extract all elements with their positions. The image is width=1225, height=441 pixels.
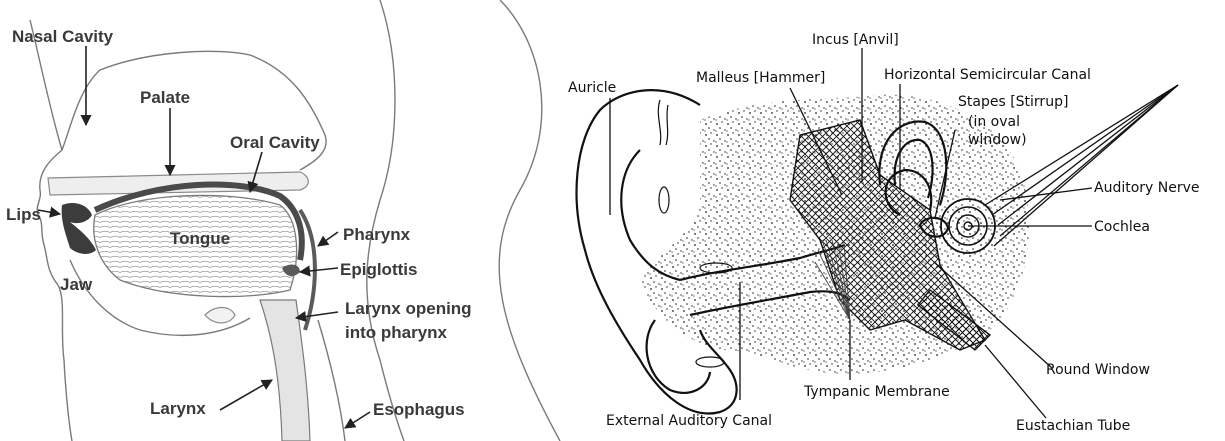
label-stapes: Stapes [Stirrup] (958, 94, 1068, 110)
neck-outline-far (499, 0, 560, 441)
label-tongue: Tongue (170, 229, 230, 248)
label-incus: Incus [Anvil] (812, 32, 899, 48)
label-cochlea: Cochlea (1094, 219, 1150, 235)
mouth-throat-diagram: Nasal Cavity Palate Oral Cavity Lips Ton… (6, 0, 560, 441)
arrow-larynx (220, 380, 272, 410)
label-palate: Palate (140, 88, 190, 107)
label-lips: Lips (6, 205, 41, 224)
label-epiglottis: Epiglottis (340, 260, 417, 279)
label-stapes-note-2: window) (968, 132, 1027, 148)
label-horizontal-canal: Horizontal Semicircular Canal (884, 67, 1091, 83)
label-larynx-opening-1: Larynx opening (345, 299, 472, 318)
arrow-larynx-opening (296, 312, 338, 318)
label-oral-cavity: Oral Cavity (230, 133, 320, 152)
ear-diagram: Incus [Anvil] Auricle Malleus [Hammer] H… (568, 32, 1200, 434)
label-larynx-opening-2: into pharynx (345, 323, 448, 342)
label-round-window: Round Window (1046, 362, 1150, 378)
label-malleus: Malleus [Hammer] (696, 70, 825, 86)
larynx-tube (260, 300, 310, 441)
label-tympanic-membrane: Tympanic Membrane (803, 384, 950, 400)
arrow-lips (38, 210, 60, 214)
label-jaw: Jaw (60, 275, 93, 294)
esophagus-tube (318, 320, 345, 441)
label-auricle: Auricle (568, 80, 616, 96)
neck-outline (367, 0, 404, 441)
label-larynx: Larynx (150, 399, 206, 418)
nasal-cavity-outline (62, 51, 326, 170)
label-auditory-nerve: Auditory Nerve (1094, 180, 1200, 196)
arrow-epiglottis (300, 268, 338, 272)
label-pharynx: Pharynx (343, 225, 411, 244)
label-esophagus: Esophagus (373, 400, 465, 419)
arrow-esophagus (345, 412, 370, 428)
hyoid-bone (205, 308, 235, 323)
label-eustachian-tube: Eustachian Tube (1016, 418, 1130, 434)
lips-shape (62, 203, 96, 254)
lead-eustachian-tube (985, 345, 1046, 418)
tragus-detail (658, 100, 668, 145)
label-stapes-note-1: (in oval (968, 114, 1020, 130)
arrow-pharynx (318, 232, 338, 246)
label-external-canal: External Auditory Canal (606, 413, 772, 429)
cartilage-detail-1 (659, 187, 669, 213)
label-nasal-cavity: Nasal Cavity (12, 27, 114, 46)
cartilage-detail-3 (696, 357, 724, 367)
